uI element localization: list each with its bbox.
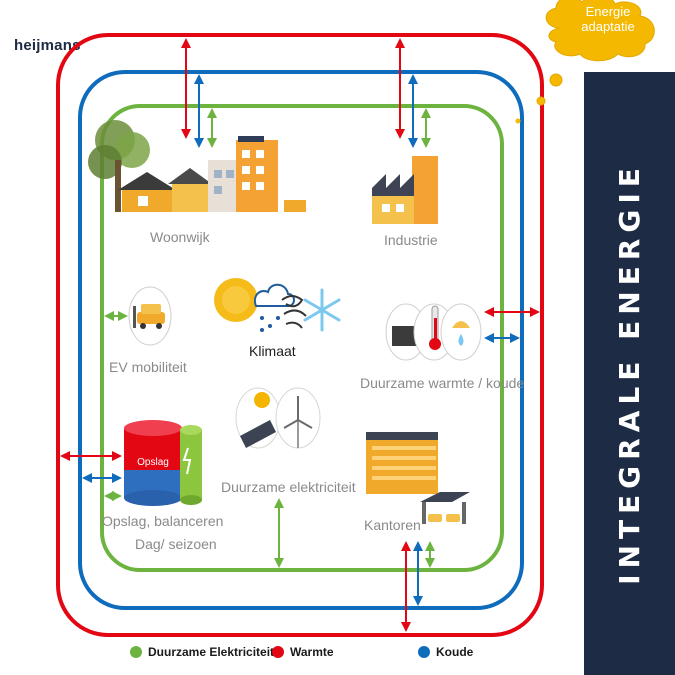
- legend-red-dot: [272, 646, 284, 658]
- klimaat-label: Klimaat: [249, 343, 296, 359]
- kantoren-label: Kantoren: [364, 517, 421, 533]
- woonwijk-label: Woonwijk: [150, 229, 210, 245]
- legend-warmte-label: Warmte: [290, 645, 334, 659]
- opslag-label-line2: Dag/ seizoen: [135, 536, 217, 552]
- ev-mobiliteit-label: EV mobiliteit: [109, 359, 187, 375]
- industrie-label: Industrie: [384, 232, 438, 248]
- legend-warmte: Warmte: [272, 645, 334, 659]
- legend-green-dot: [130, 646, 142, 658]
- cloud-text: Energie adaptatie: [581, 4, 635, 34]
- warmte-koude-label: Duurzame warmte / koude: [360, 375, 525, 391]
- ev-mobiliteit-illustration: [128, 286, 172, 346]
- industrie-illustration: [372, 156, 438, 224]
- opslag-badge: Opslag: [137, 457, 169, 468]
- heijmans-logo: heijmans: [14, 37, 81, 54]
- legend-elektriciteit: Duurzame Elektriciteit: [130, 645, 274, 659]
- woonwijk-illustration: [88, 120, 306, 212]
- warmte-loop: [56, 33, 544, 637]
- energie-adaptatie-label: Energie adaptatie: [546, 4, 670, 34]
- kantoren-illustration: [366, 432, 470, 524]
- energie-adaptatie-cloud: [515, 0, 655, 124]
- legend-koude-label: Koude: [436, 645, 474, 659]
- sidebar-panel: [584, 72, 675, 675]
- opslag-illustration: [124, 420, 202, 506]
- legend-elektriciteit-label: Duurzame Elektriciteit: [148, 645, 275, 659]
- klimaat-icons: [214, 278, 341, 332]
- legend-koude: Koude: [418, 645, 473, 659]
- koude-loop: [78, 70, 524, 610]
- warmte-koude-illustration: [385, 303, 482, 361]
- legend-blue-dot: [418, 646, 430, 658]
- duurzame-elektriciteit-illustration: [235, 387, 321, 449]
- duurzame-elektriciteit-label: Duurzame elektriciteit: [221, 479, 356, 495]
- opslag-label-line1: Opslag, balanceren: [102, 513, 224, 529]
